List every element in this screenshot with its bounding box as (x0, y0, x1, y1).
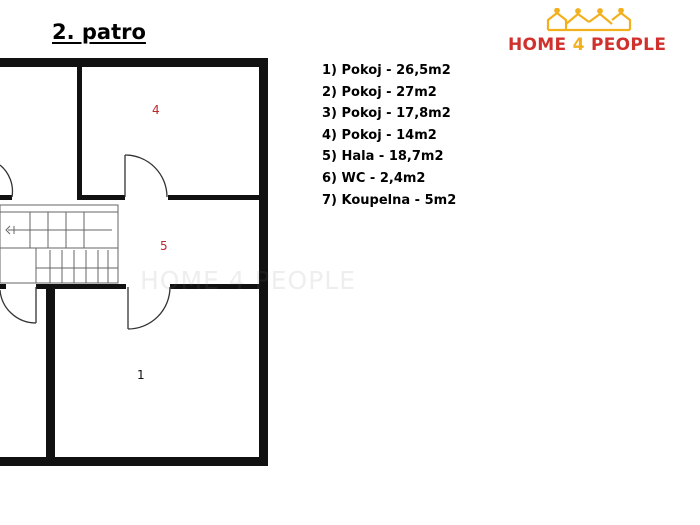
legend-item: 6) WC - 2,4m2 (322, 170, 426, 186)
room-label-1: 1 (137, 368, 145, 382)
logo-text-home: HOME (508, 35, 573, 55)
crown-icon (546, 8, 632, 32)
doors (0, 154, 171, 330)
legend-item: 3) Pokoj - 17,8m2 (322, 106, 451, 122)
legend-item: 2) Pokoj - 27m2 (322, 84, 437, 100)
legend-item: 5) Hala - 18,7m2 (322, 149, 444, 165)
walls (0, 58, 268, 466)
room-label-4: 4 (152, 103, 160, 117)
logo-text: HOME 4 PEOPLE (508, 35, 688, 55)
staircase (0, 204, 119, 284)
logo-text-four: 4 (572, 35, 585, 55)
legend-item: 4) Pokoj - 14m2 (322, 127, 437, 143)
room-legend: 1) Pokoj - 26,5m2 2) Pokoj - 27m2 3) Pok… (322, 60, 456, 211)
legend-item: 7) Koupelna - 5m2 (322, 192, 457, 208)
watermark: HOME 4 PEOPLE (140, 266, 356, 295)
room-label-5: 5 (160, 239, 168, 253)
company-logo: HOME 4 PEOPLE (508, 8, 688, 63)
floor-title: 2. patro (52, 20, 146, 44)
logo-text-people: PEOPLE (584, 35, 667, 55)
legend-item: 1) Pokoj - 26,5m2 (322, 63, 451, 78)
